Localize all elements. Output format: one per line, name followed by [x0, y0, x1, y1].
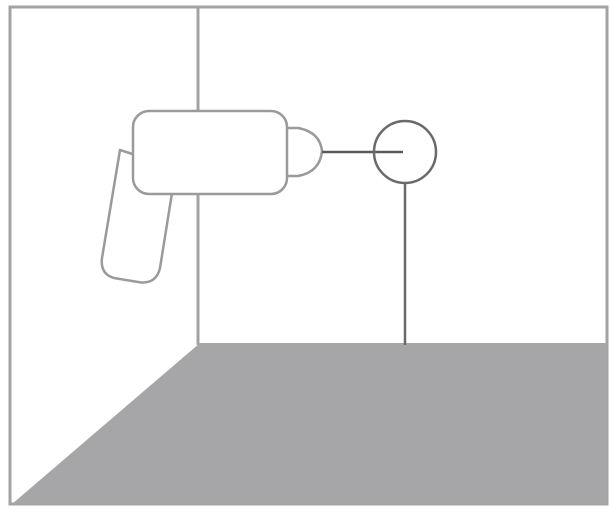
drill-icon: [100, 109, 403, 284]
floor: [12, 343, 607, 504]
drill-body: [131, 109, 289, 196]
wall-target-icon: [372, 119, 438, 345]
drill-chuck: [283, 126, 324, 178]
target-ring: [372, 119, 438, 185]
